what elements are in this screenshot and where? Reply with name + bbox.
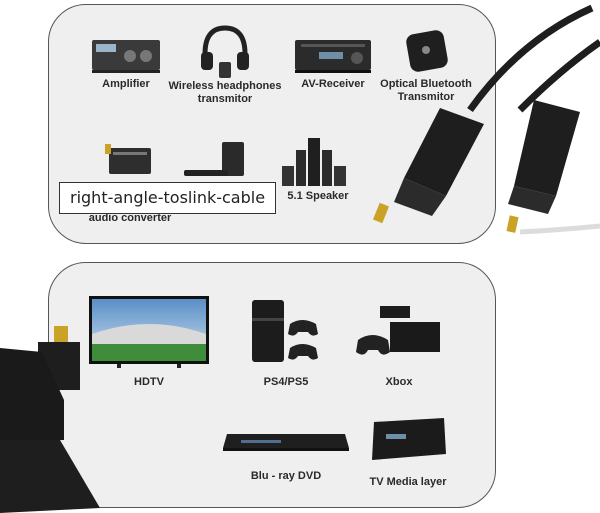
soundbar-device <box>184 140 254 180</box>
amplifier-icon <box>92 40 160 73</box>
headphones-icon <box>201 25 249 78</box>
image-caption-label: right-angle-toslink-cable <box>59 182 277 214</box>
av-receiver-device: AV-Receiver <box>290 34 376 91</box>
device-label: Wireless headphones <box>168 80 282 92</box>
audio-converter-label-block: audio converter <box>80 212 180 225</box>
hdtv-device: HDTV <box>86 294 212 389</box>
playstation-device: PS4/PS5 <box>244 296 328 389</box>
xbox-icon <box>356 306 440 355</box>
media-player-icon <box>372 418 446 460</box>
av-receiver-icon <box>295 40 371 73</box>
speaker-system-icon <box>282 138 346 186</box>
cable-wire-white <box>519 223 600 235</box>
device-label-line2: Transmitor <box>397 91 455 103</box>
audio-converter-device <box>92 140 162 180</box>
playstation-icon <box>252 300 318 362</box>
device-label: PS4/PS5 <box>263 376 309 388</box>
device-label: AV-Receiver <box>301 78 365 90</box>
device-label: Optical Bluetooth <box>380 78 472 90</box>
bluray-player-icon <box>223 434 349 451</box>
device-label: TV Media layer <box>369 476 447 488</box>
xbox-device: Xbox <box>354 300 444 389</box>
device-label: Blu - ray DVD <box>250 470 322 482</box>
device-label: Amplifier <box>102 78 150 90</box>
media-player-device: TV Media layer <box>358 414 458 489</box>
amplifier-device: Amplifier <box>86 34 166 91</box>
speaker-system-device: 5.1 Speaker <box>276 136 360 203</box>
device-label: audio converter <box>88 212 172 224</box>
device-label: Xbox <box>385 376 413 388</box>
bluetooth-transmitter-icon <box>406 30 448 72</box>
headphones-device: Wireless headphones transmitor <box>162 22 288 106</box>
device-label: 5.1 Speaker <box>287 190 349 202</box>
bluetooth-transmitter-device: Optical Bluetooth Transmitor <box>373 26 479 104</box>
audio-converter-icon <box>105 144 151 174</box>
cable-wire <box>517 39 600 113</box>
bluray-player-device: Blu - ray DVD <box>218 428 354 483</box>
device-label: HDTV <box>134 376 164 388</box>
soundbar-icon <box>184 142 244 176</box>
hdtv-icon <box>89 296 209 368</box>
device-label-line2: transmitor <box>197 93 253 105</box>
toslink-plug-right <box>506 100 580 233</box>
